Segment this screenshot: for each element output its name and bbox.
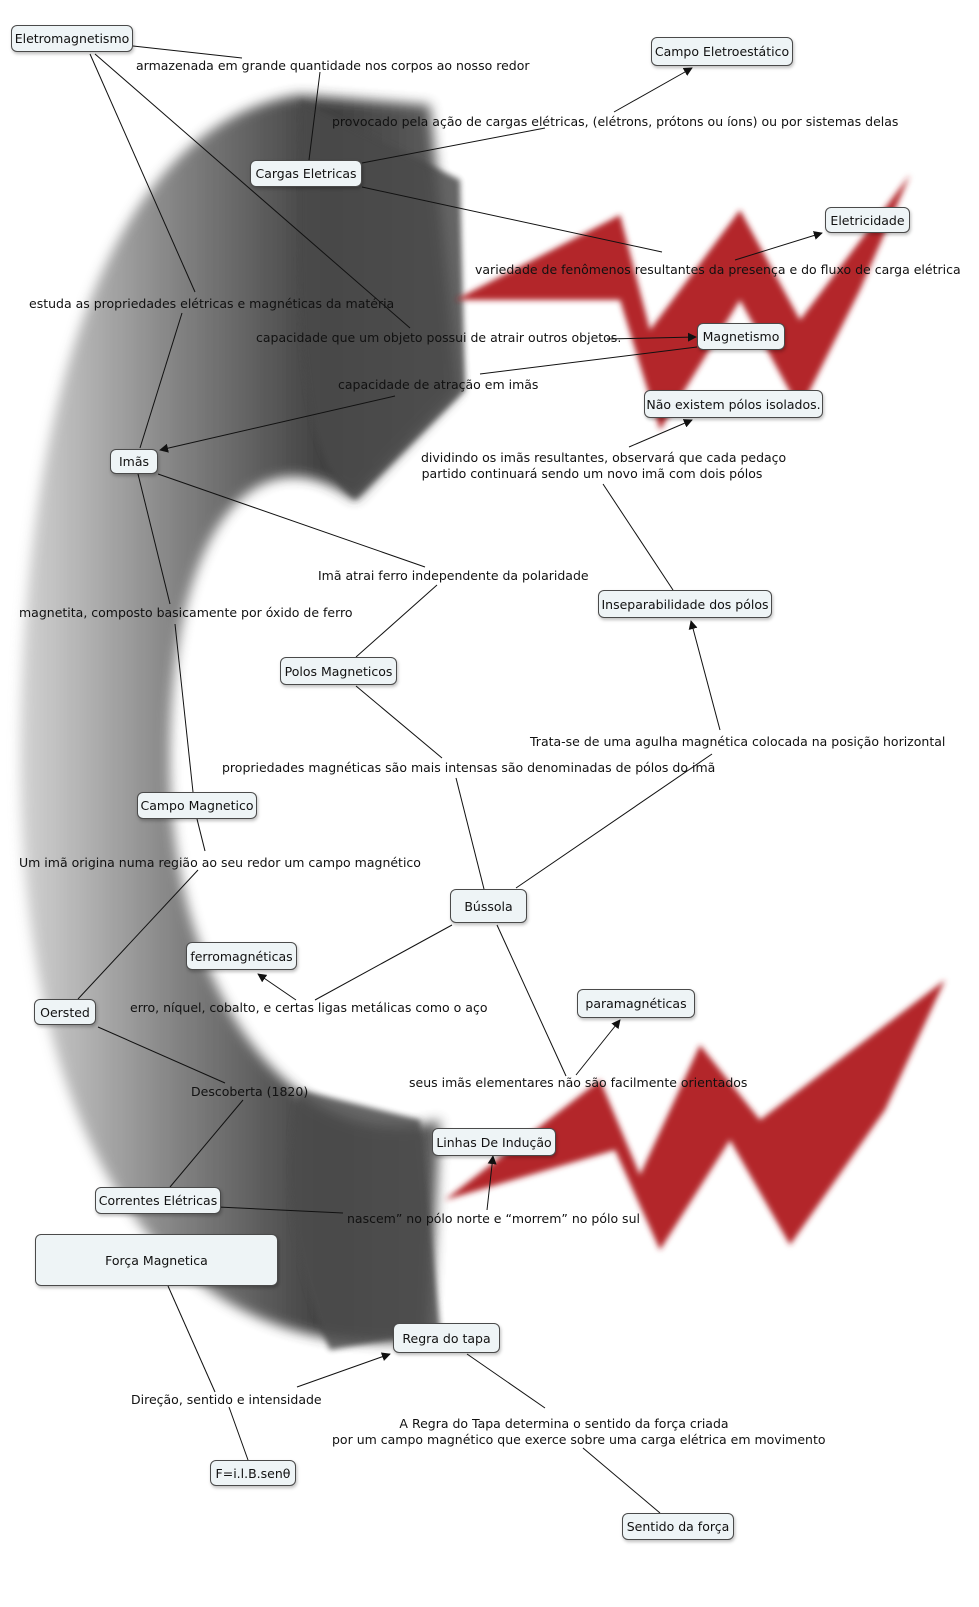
- label-provocado: provocado pela ação de cargas elétricas,…: [332, 114, 899, 129]
- label-dividindo: dividindo os imãs resultantes, observará…: [421, 450, 787, 483]
- label-nascem: nascem” no pólo norte e “morrem” no pólo…: [347, 1211, 640, 1226]
- horseshoe-magnet-decoration: [20, 95, 465, 1350]
- node-campo-magnetico[interactable]: Campo Magnetico: [137, 792, 257, 819]
- node-eletricidade[interactable]: Eletricidade: [825, 207, 910, 233]
- node-ferromagneticas[interactable]: ferromagnéticas: [186, 942, 297, 970]
- node-inseparabilidade[interactable]: Inseparabilidade dos pólos: [598, 590, 772, 618]
- label-estuda: estuda as propriedades elétricas e magné…: [29, 296, 395, 311]
- lightning-bolt-bottom-decoration: [445, 980, 945, 1250]
- label-magnetita: magnetita, composto basicamente por óxid…: [19, 605, 353, 620]
- node-forca-magnetica[interactable]: Força Magnetica: [35, 1234, 278, 1286]
- label-capacidade-objeto: capacidade que um objeto possui de atrai…: [256, 330, 622, 345]
- node-formula[interactable]: F=i.l.B.senθ: [210, 1460, 296, 1486]
- node-campo-eletroestatico[interactable]: Campo Eletroestático: [651, 37, 793, 66]
- node-magnetismo[interactable]: Magnetismo: [697, 323, 785, 350]
- label-regra-tapa-line-1: A Regra do Tapa determina o sentido da f…: [399, 1416, 729, 1431]
- node-paramagneticas[interactable]: paramagnéticas: [577, 989, 695, 1018]
- label-capacidade-atracao: capacidade de atração em imãs: [338, 377, 539, 392]
- label-direcao: Direção, sentido e intensidade: [131, 1392, 322, 1407]
- lightning-bolt-top-decoration: [455, 175, 910, 430]
- label-regra-tapa-line-2: por um campo magnético que exerce sobre …: [332, 1432, 826, 1448]
- label-propriedades: propriedades magnéticas são mais intensa…: [222, 760, 716, 775]
- label-dividindo-line-2: partido continuará sendo um novo imã com…: [421, 466, 763, 482]
- node-nao-existem-polos[interactable]: Não existem pólos isolados.: [644, 390, 823, 418]
- node-linhas-inducao[interactable]: Linhas De Indução: [432, 1128, 556, 1156]
- node-regra-do-tapa[interactable]: Regra do tapa: [393, 1323, 500, 1353]
- label-regra-tapa: A Regra do Tapa determina o sentido da f…: [332, 1416, 826, 1449]
- label-descoberta: Descoberta (1820): [191, 1084, 309, 1099]
- node-sentido-da-forca[interactable]: Sentido da força: [622, 1513, 734, 1540]
- connector-lines: [77, 45, 823, 1514]
- label-um-ima: Um imã origina numa região ao seu redor …: [19, 855, 421, 870]
- node-bussola[interactable]: Bússola: [450, 889, 527, 923]
- node-polos-magneticos[interactable]: Polos Magneticos: [280, 657, 397, 685]
- node-correntes-eletricas[interactable]: Correntes Elétricas: [95, 1187, 221, 1214]
- node-cargas-eletricas[interactable]: Cargas Eletricas: [250, 160, 362, 187]
- label-armazenada: armazenada em grande quantidade nos corp…: [136, 58, 530, 73]
- label-seus-imas: seus imãs elementares não são facilmente…: [409, 1075, 748, 1090]
- label-variedade: variedade de fenômenos resultantes da pr…: [475, 262, 961, 277]
- node-imas[interactable]: Imãs: [110, 449, 158, 474]
- node-oersted[interactable]: Oersted: [34, 999, 96, 1025]
- label-ima-atrai: Imã atrai ferro independente da polarida…: [318, 568, 589, 583]
- label-ferro-niquel: erro, níquel, cobalto, e certas ligas me…: [130, 1000, 488, 1015]
- label-dividindo-line-1: dividindo os imãs resultantes, observará…: [421, 450, 787, 465]
- node-eletromagnetismo[interactable]: Eletromagnetismo: [11, 25, 133, 52]
- label-trata-se: Trata-se de uma agulha magnética colocad…: [530, 734, 946, 749]
